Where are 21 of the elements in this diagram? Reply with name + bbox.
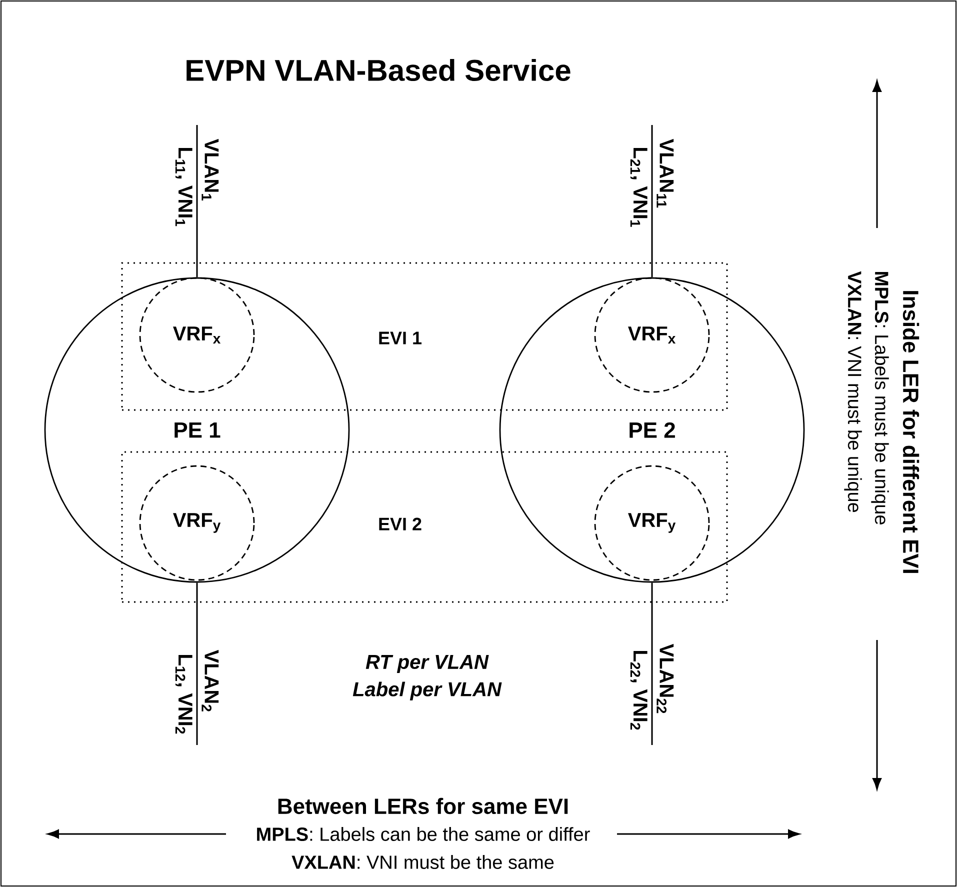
title: EVPN VLAN-Based Service [186,59,570,82]
note: Label per VLAN [352,682,502,700]
line-label: L$_{21}$, VNI$_{1}$ [630,148,648,227]
line-label: VLAN$_{22}$ [656,644,674,714]
line [651,125,653,278]
note: VXLAN: VNI must be the same [292,855,554,869]
note: RT per VLAN [366,655,489,673]
line-label: VLAN$_{11}$ [656,138,674,208]
heading: Between LERs for same EVI [278,798,568,814]
line [196,125,198,278]
line-label: L$_{12}$, VNI$_{2}$ [175,655,192,734]
line [196,582,198,745]
line [651,582,653,745]
line-label: VLAN$_{1}$ [202,138,219,201]
note: VXLAN: VNI must be unique [844,271,862,512]
line-label: VLAN$_{2}$ [202,650,219,712]
note: MPLS: Labels must be unique [871,272,889,524]
note: MPLS: Labels can be the same or differ [257,827,590,841]
heading: Inside LER for different EVI [902,291,920,573]
line-label: L$_{22}$, VNI$_{2}$ [630,651,648,730]
line-label: L$_{11}$, VNI$_{1}$ [175,148,192,226]
